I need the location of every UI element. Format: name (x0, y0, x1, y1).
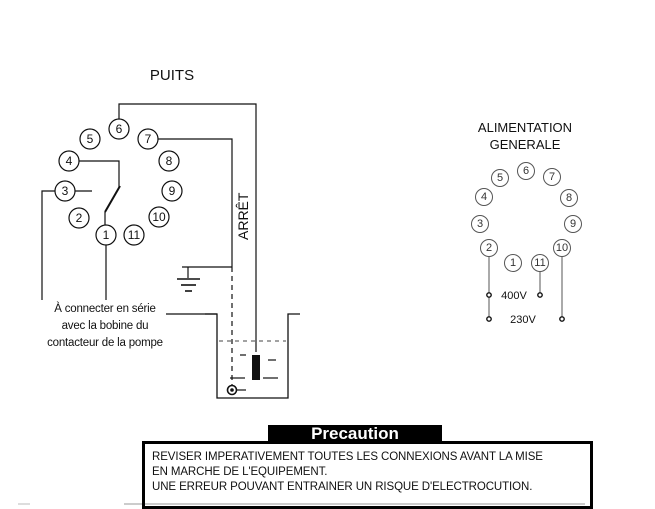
well-title: PUITS (150, 67, 194, 84)
svg-text:5: 5 (497, 172, 503, 184)
left-pin-7: 7 (137, 128, 159, 150)
svg-text:6: 6 (523, 165, 529, 177)
svg-text:4: 4 (481, 191, 487, 203)
left-pin-10: 10 (148, 206, 170, 228)
wires (41, 103, 257, 389)
stop-label: ARRÊT (235, 192, 251, 240)
svg-text:10: 10 (152, 210, 166, 224)
precaution-line: EN MARCHE DE L'EQUIPEMENT. (152, 466, 328, 478)
svg-text:2: 2 (486, 242, 492, 254)
svg-text:7: 7 (549, 171, 555, 183)
svg-text:7: 7 (145, 132, 152, 146)
note-line: avec la bobine du (61, 320, 149, 332)
left-relay-socket: 5 6 7 4 8 3 9 2 10 1 11 (54, 118, 183, 246)
supply-title-line1: ALIMENTATION (478, 120, 572, 135)
left-pin-5: 5 (79, 128, 101, 150)
right-pin-7: 7 (543, 168, 561, 186)
well-tank (205, 313, 300, 399)
float-probe-icon (252, 355, 260, 380)
svg-text:10: 10 (556, 242, 568, 254)
switch-blade (104, 185, 121, 213)
wire-pin3-external (41, 190, 55, 300)
left-pin-6: 6 (108, 118, 130, 140)
wire-pin7-stop (158, 138, 233, 267)
note-line: À connecter en série (54, 303, 156, 315)
svg-text:11: 11 (534, 257, 545, 269)
svg-text:4: 4 (66, 154, 73, 168)
svg-text:8: 8 (566, 192, 572, 204)
right-pin-8: 8 (560, 189, 578, 207)
precaution-title: Precaution (268, 425, 442, 443)
right-pin-6: 6 (517, 162, 535, 180)
left-pin-11: 11 (123, 224, 145, 246)
precaution-line: REVISER IMPERATIVEMENT TOUTES LES CONNEX… (152, 451, 543, 463)
wire-pin6-probe (118, 103, 257, 352)
right-pin-2: 2 (480, 239, 498, 257)
svg-text:6: 6 (116, 122, 123, 136)
right-relay-socket: 6 5 7 4 8 3 9 2 10 1 11 (471, 162, 582, 272)
left-pin-8: 8 (158, 150, 180, 172)
svg-text:1: 1 (510, 257, 516, 269)
right-pin-11: 11 (531, 254, 549, 272)
right-pin-1: 1 (504, 254, 522, 272)
left-pin-9: 9 (161, 180, 183, 202)
supply-wires (488, 256, 563, 317)
left-pin-1: 1 (95, 224, 117, 246)
wire-pin4-switch (79, 160, 120, 188)
voltage-230-label: 230V (510, 314, 536, 326)
svg-text:2: 2 (76, 211, 83, 225)
svg-text:9: 9 (169, 184, 176, 198)
svg-text:11: 11 (128, 228, 141, 242)
svg-text:5: 5 (87, 132, 94, 146)
right-pin-4: 4 (475, 188, 493, 206)
right-pin-5: 5 (491, 169, 509, 187)
svg-text:9: 9 (570, 218, 576, 230)
supply-terminals (486, 292, 565, 322)
svg-text:3: 3 (477, 218, 483, 230)
note-line: contacteur de la pompe (47, 337, 163, 349)
supply-title-line2: GENERALE (490, 137, 561, 152)
right-pin-9: 9 (564, 215, 582, 233)
right-pin-10: 10 (553, 239, 571, 257)
left-pin-4: 4 (58, 150, 80, 172)
svg-text:3: 3 (62, 184, 69, 198)
precaution-box: REVISER IMPERATIVEMENT TOUTES LES CONNEX… (142, 441, 593, 509)
precaution-line: UNE ERREUR POUVANT ENTRAINER UN RISQUE D… (152, 481, 533, 493)
ground-icon (177, 278, 200, 292)
series-connection-note: À connecter en série avec la bobine du c… (30, 301, 180, 352)
left-pin-2: 2 (68, 207, 90, 229)
svg-text:1: 1 (103, 228, 110, 242)
left-pin-3: 3 (54, 180, 76, 202)
voltage-400-label: 400V (501, 290, 527, 302)
right-pin-3: 3 (471, 215, 489, 233)
svg-text:8: 8 (166, 154, 173, 168)
